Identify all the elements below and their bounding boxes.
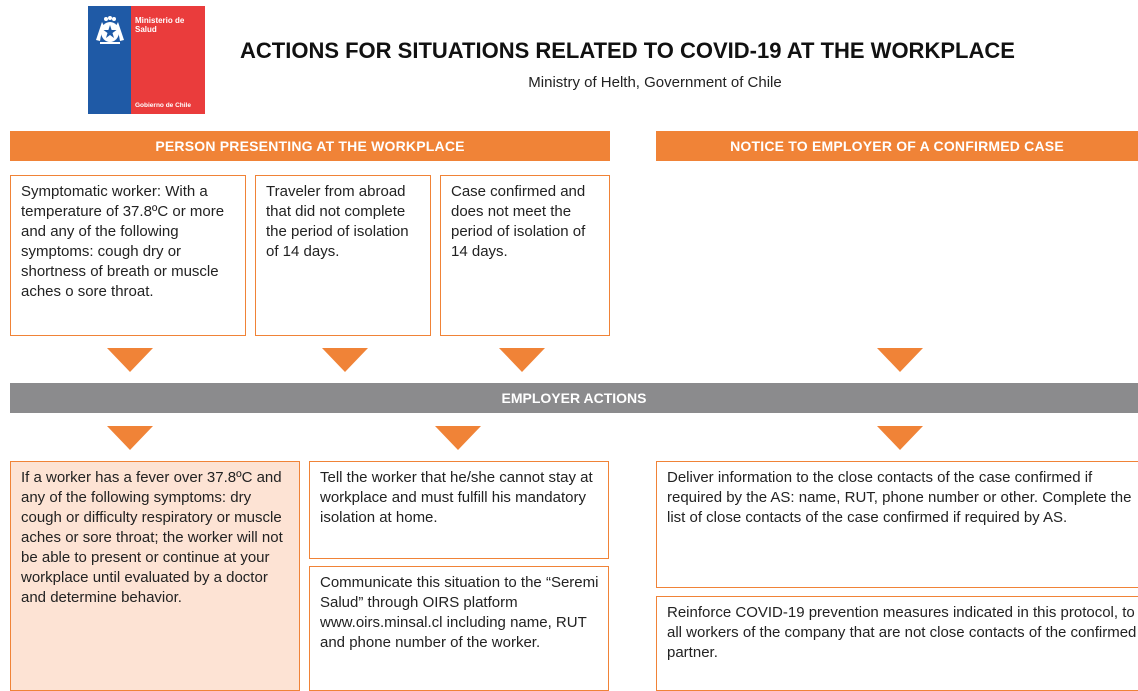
- action-communicate-seremi: Communicate this situation to the “Serem…: [309, 566, 609, 691]
- logo-blue-panel: [88, 6, 131, 114]
- page-subtitle: Ministry of Helth, Government of Chile: [528, 74, 782, 91]
- logo-government-text: Gobierno de Chile: [135, 102, 191, 109]
- arrow-down-icon: [877, 426, 923, 450]
- coat-of-arms-icon: [96, 16, 124, 44]
- section-header-person-presenting: PERSON PRESENTING AT THE WORKPLACE: [10, 131, 610, 161]
- situation-confirmed-case: Case confirmed and does not meet the per…: [440, 175, 610, 336]
- action-fever-worker: If a worker has a fever over 37.8ºC and …: [10, 461, 300, 691]
- arrow-down-icon: [877, 348, 923, 372]
- employer-actions-bar: EMPLOYER ACTIONS: [10, 383, 1138, 413]
- situation-symptomatic-worker: Symptomatic worker: With a temperature o…: [10, 175, 246, 336]
- situation-traveler-abroad: Traveler from abroad that did not comple…: [255, 175, 431, 336]
- arrow-down-icon: [435, 426, 481, 450]
- action-deliver-close-contacts: Deliver information to the close contact…: [656, 461, 1138, 588]
- action-tell-worker: Tell the worker that he/she cannot stay …: [309, 461, 609, 559]
- arrow-down-icon: [107, 426, 153, 450]
- arrow-down-icon: [499, 348, 545, 372]
- arrow-down-icon: [107, 348, 153, 372]
- page-title: ACTIONS FOR SITUATIONS RELATED TO COVID-…: [240, 38, 1015, 63]
- arrow-down-icon: [322, 348, 368, 372]
- section-header-notice-confirmed-case: NOTICE TO EMPLOYER OF A CONFIRMED CASE: [656, 131, 1138, 161]
- action-reinforce-measures: Reinforce COVID-19 prevention measures i…: [656, 596, 1138, 691]
